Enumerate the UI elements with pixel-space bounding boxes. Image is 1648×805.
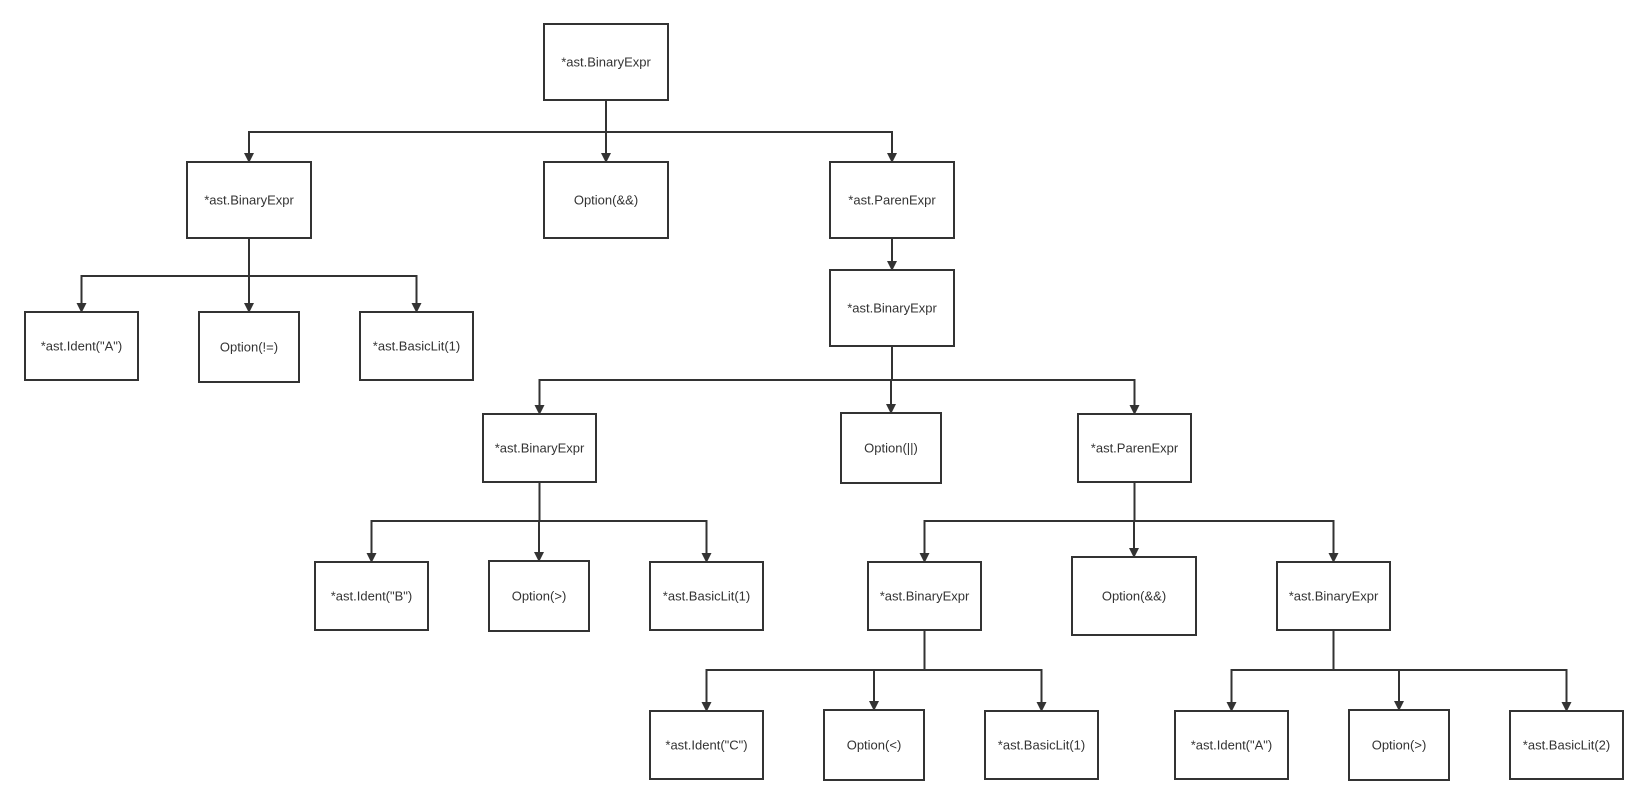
node-label: *ast.BasicLit(1) <box>998 738 1085 753</box>
node-box <box>24 311 139 381</box>
edges-layer <box>76 100 1572 712</box>
node-label: *ast.Ident("B") <box>331 589 413 604</box>
edge-n1-to-n4 <box>605 100 897 163</box>
node-n14: *ast.BasicLit(1) <box>649 561 764 631</box>
node-box <box>543 161 669 239</box>
node-n11: *ast.ParenExpr <box>1077 413 1192 483</box>
node-n2: *ast.BinaryExpr <box>186 161 312 239</box>
node-label: *ast.BinaryExpr <box>1289 589 1379 604</box>
node-n1: *ast.BinaryExpr <box>543 23 669 101</box>
node-n20: *ast.BasicLit(1) <box>984 710 1099 780</box>
node-box <box>1348 709 1450 781</box>
edge-n2-to-n7 <box>248 238 422 313</box>
node-n4: *ast.ParenExpr <box>829 161 955 239</box>
edge-n2-to-n5 <box>76 238 250 313</box>
edge-n8-to-n11 <box>891 346 1140 415</box>
edge-n8-to-n9 <box>534 346 893 415</box>
node-label: *ast.BasicLit(1) <box>663 589 750 604</box>
node-label: *ast.BasicLit(1) <box>373 339 460 354</box>
node-n22: Option(>) <box>1348 709 1450 781</box>
edge-n9-to-n14 <box>538 482 712 563</box>
node-label: Option(||) <box>864 441 918 456</box>
node-n3: Option(&&) <box>543 161 669 239</box>
node-box <box>488 560 590 632</box>
node-box <box>359 311 474 381</box>
node-label: *ast.BinaryExpr <box>847 301 937 316</box>
node-n6: Option(!=) <box>198 311 300 383</box>
node-label: Option(<) <box>847 738 902 753</box>
node-n18: *ast.Ident("C") <box>649 710 764 780</box>
node-label: *ast.BinaryExpr <box>495 441 585 456</box>
node-box <box>829 269 955 347</box>
node-label: Option(>) <box>1372 738 1427 753</box>
node-box <box>649 710 764 780</box>
node-box <box>1077 413 1192 483</box>
edge-n11-to-n17 <box>1133 482 1339 563</box>
edge-n11-to-n15 <box>919 482 1136 563</box>
node-box <box>186 161 312 239</box>
node-n16: Option(&&) <box>1071 556 1197 636</box>
node-label: *ast.BinaryExpr <box>880 589 970 604</box>
node-label: *ast.Ident("A") <box>41 339 123 354</box>
node-box <box>482 413 597 483</box>
node-box <box>840 412 942 484</box>
node-label: Option(&&) <box>574 193 638 208</box>
node-n10: Option(||) <box>840 412 942 484</box>
node-n8: *ast.BinaryExpr <box>829 269 955 347</box>
node-n23: *ast.BasicLit(2) <box>1509 710 1624 780</box>
node-n7: *ast.BasicLit(1) <box>359 311 474 381</box>
edge-n17-to-n23 <box>1332 630 1572 712</box>
node-box <box>1276 561 1391 631</box>
node-label: Option(>) <box>512 589 567 604</box>
node-label: *ast.ParenExpr <box>1091 441 1179 456</box>
node-n9: *ast.BinaryExpr <box>482 413 597 483</box>
node-box <box>1174 710 1289 780</box>
node-label: *ast.ParenExpr <box>848 193 936 208</box>
node-n12: *ast.Ident("B") <box>314 561 429 631</box>
node-n13: Option(>) <box>488 560 590 632</box>
node-n19: Option(<) <box>823 709 925 781</box>
edge-n1-to-n2 <box>244 100 607 163</box>
node-n15: *ast.BinaryExpr <box>867 561 982 631</box>
node-box <box>823 709 925 781</box>
node-box <box>198 311 300 383</box>
node-label: *ast.BinaryExpr <box>561 55 651 70</box>
node-box <box>984 710 1099 780</box>
node-box <box>314 561 429 631</box>
node-label: *ast.Ident("A") <box>1191 738 1273 753</box>
node-n17: *ast.BinaryExpr <box>1276 561 1391 631</box>
node-label: *ast.Ident("C") <box>665 738 747 753</box>
node-label: Option(!=) <box>220 340 278 355</box>
edge-n17-to-n21 <box>1226 630 1335 712</box>
node-label: *ast.BasicLit(2) <box>1523 738 1610 753</box>
node-box <box>543 23 669 101</box>
node-box <box>829 161 955 239</box>
node-box <box>867 561 982 631</box>
node-box <box>1071 556 1197 636</box>
edge-n9-to-n12 <box>366 482 541 563</box>
edge-n15-to-n20 <box>923 630 1047 712</box>
node-label: Option(&&) <box>1102 589 1166 604</box>
node-n5: *ast.Ident("A") <box>24 311 139 381</box>
node-box <box>1509 710 1624 780</box>
node-n21: *ast.Ident("A") <box>1174 710 1289 780</box>
node-label: *ast.BinaryExpr <box>204 193 294 208</box>
edge-n15-to-n19 <box>869 630 926 711</box>
node-box <box>649 561 764 631</box>
